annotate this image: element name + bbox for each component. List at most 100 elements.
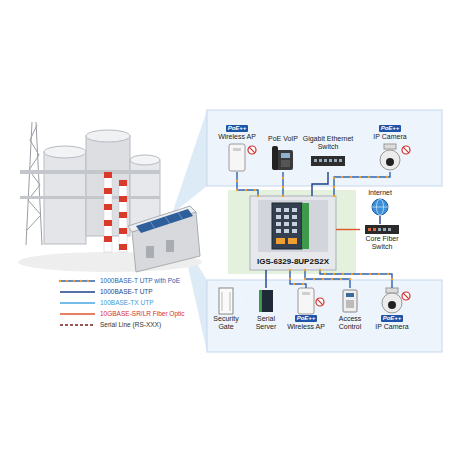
poe-dots	[320, 270, 392, 288]
legend-text: Serial Line (RS-XXX)	[100, 321, 161, 328]
wireless-ap-icon	[298, 288, 314, 314]
wireless-ap: PoE++Wireless AP	[216, 125, 258, 172]
device-label: Internet	[368, 189, 392, 197]
ip-camera: PoE++IP Camera	[373, 288, 411, 332]
icon-space	[216, 141, 258, 171]
icon-space	[285, 288, 327, 315]
poe-dots	[237, 172, 258, 196]
text-row: PoE++	[216, 125, 258, 133]
legend-text: 10GBASE-SR/LR Fiber Optic	[100, 310, 185, 317]
text-row: Access Control	[328, 315, 372, 331]
cable-line	[290, 270, 306, 288]
security-gate-icon	[219, 288, 233, 314]
poe-badge: PoE++	[379, 125, 402, 132]
icon-space	[246, 288, 286, 315]
icon-space	[373, 288, 411, 315]
icon-space	[266, 143, 300, 171]
poe-dots	[290, 270, 306, 288]
cable-line	[380, 216, 381, 224]
legend-text: 1000BASE-T UTP	[100, 288, 153, 295]
core-switch-icon	[365, 225, 399, 234]
internet-globe	[372, 199, 388, 215]
text-row: Internet	[366, 189, 394, 197]
gigabit-switch-icon	[311, 156, 345, 166]
text-row: Gigabit Ethernet Switch	[296, 135, 360, 151]
icon-space	[360, 224, 404, 235]
callout-wedge	[172, 110, 207, 214]
voip-phone: PoE VoIP	[266, 135, 300, 172]
cable-stroke	[305, 270, 350, 288]
text-row: PoE++	[285, 315, 327, 323]
device-label: IP Camera	[373, 133, 406, 141]
internet-cloud: Internet	[366, 189, 394, 216]
cable-line	[283, 172, 284, 196]
text-row: PoE++	[371, 125, 409, 133]
text-row: IP Camera	[371, 133, 409, 141]
text-row: Wireless AP	[285, 323, 327, 331]
wireless-ap: PoE++Wireless AP	[285, 288, 327, 332]
text-row: PoE VoIP	[266, 135, 300, 143]
cable-line	[336, 229, 360, 230]
voip-phone-icon	[272, 146, 293, 170]
cable-stroke	[379, 216, 380, 224]
icon-space	[371, 141, 409, 171]
text-row: IGS-6329-8UP2S2X	[250, 258, 336, 267]
legend-text: 1000BASE-T UTP with PoE	[100, 277, 180, 284]
cable-line	[312, 172, 328, 196]
model-label: IGS-6329-8UP2S2X	[257, 258, 329, 267]
cable-stroke	[265, 270, 266, 288]
green-zone	[228, 190, 356, 274]
text-row: Wireless AP	[216, 133, 258, 141]
access-control-icon	[343, 290, 357, 312]
device-label: Gigabit Ethernet Switch	[298, 135, 358, 151]
factory-building	[128, 206, 200, 272]
device-label: Wireless AP	[218, 133, 256, 141]
text-row: Serial Server	[246, 315, 286, 331]
cable-stroke	[312, 172, 328, 196]
device-label: Access Control	[330, 315, 370, 331]
core-fiber-switch: Core Fiber Switch	[360, 224, 404, 252]
ip-camera-icon	[380, 144, 400, 170]
cable-stroke	[237, 172, 258, 196]
device-label: IP Camera	[375, 323, 408, 331]
cable-stroke	[336, 229, 360, 230]
device-label: PoE VoIP	[268, 135, 298, 143]
device-label: Wireless AP	[287, 323, 325, 331]
gigabit-switch: Gigabit Ethernet Switch	[296, 135, 360, 172]
text-row: PoE++	[373, 315, 411, 323]
device-label: Core Fiber Switch	[362, 235, 402, 251]
serial-server-icon	[259, 290, 273, 312]
security-gate: Security Gate	[206, 288, 246, 332]
poe-badge: PoE++	[226, 125, 249, 132]
poe-badge: PoE++	[295, 315, 318, 322]
wireless-ap-icon	[229, 144, 245, 171]
icon-space	[206, 288, 246, 315]
device-label: Security Gate	[208, 315, 244, 331]
cable-line	[320, 270, 392, 288]
text-row: Security Gate	[206, 315, 246, 331]
chimneys	[104, 172, 127, 252]
text-row: Core Fiber Switch	[360, 235, 404, 251]
switch-cabinet	[250, 196, 336, 270]
legend-text: 100BASE-TX UTP	[100, 299, 153, 306]
icon-space	[296, 151, 360, 171]
industrial-switch: IGS-6329-8UP2S2X	[250, 196, 336, 270]
bottom-panel	[207, 280, 442, 352]
cable-line	[305, 270, 350, 288]
top-panel	[207, 110, 442, 186]
cable-line	[237, 172, 258, 196]
cable-stroke	[320, 270, 392, 288]
icon-space	[366, 197, 394, 215]
cable-line	[266, 270, 267, 288]
poe-dots	[305, 270, 350, 288]
serial-server: Serial Server	[246, 288, 286, 332]
access-control: Access Control	[328, 288, 372, 332]
poe-badge: PoE++	[381, 315, 404, 322]
legend-samples	[60, 281, 95, 325]
device-label: Serial Server	[248, 315, 284, 331]
ip-camera: PoE++IP Camera	[371, 125, 409, 172]
text-row: IP Camera	[373, 323, 411, 331]
